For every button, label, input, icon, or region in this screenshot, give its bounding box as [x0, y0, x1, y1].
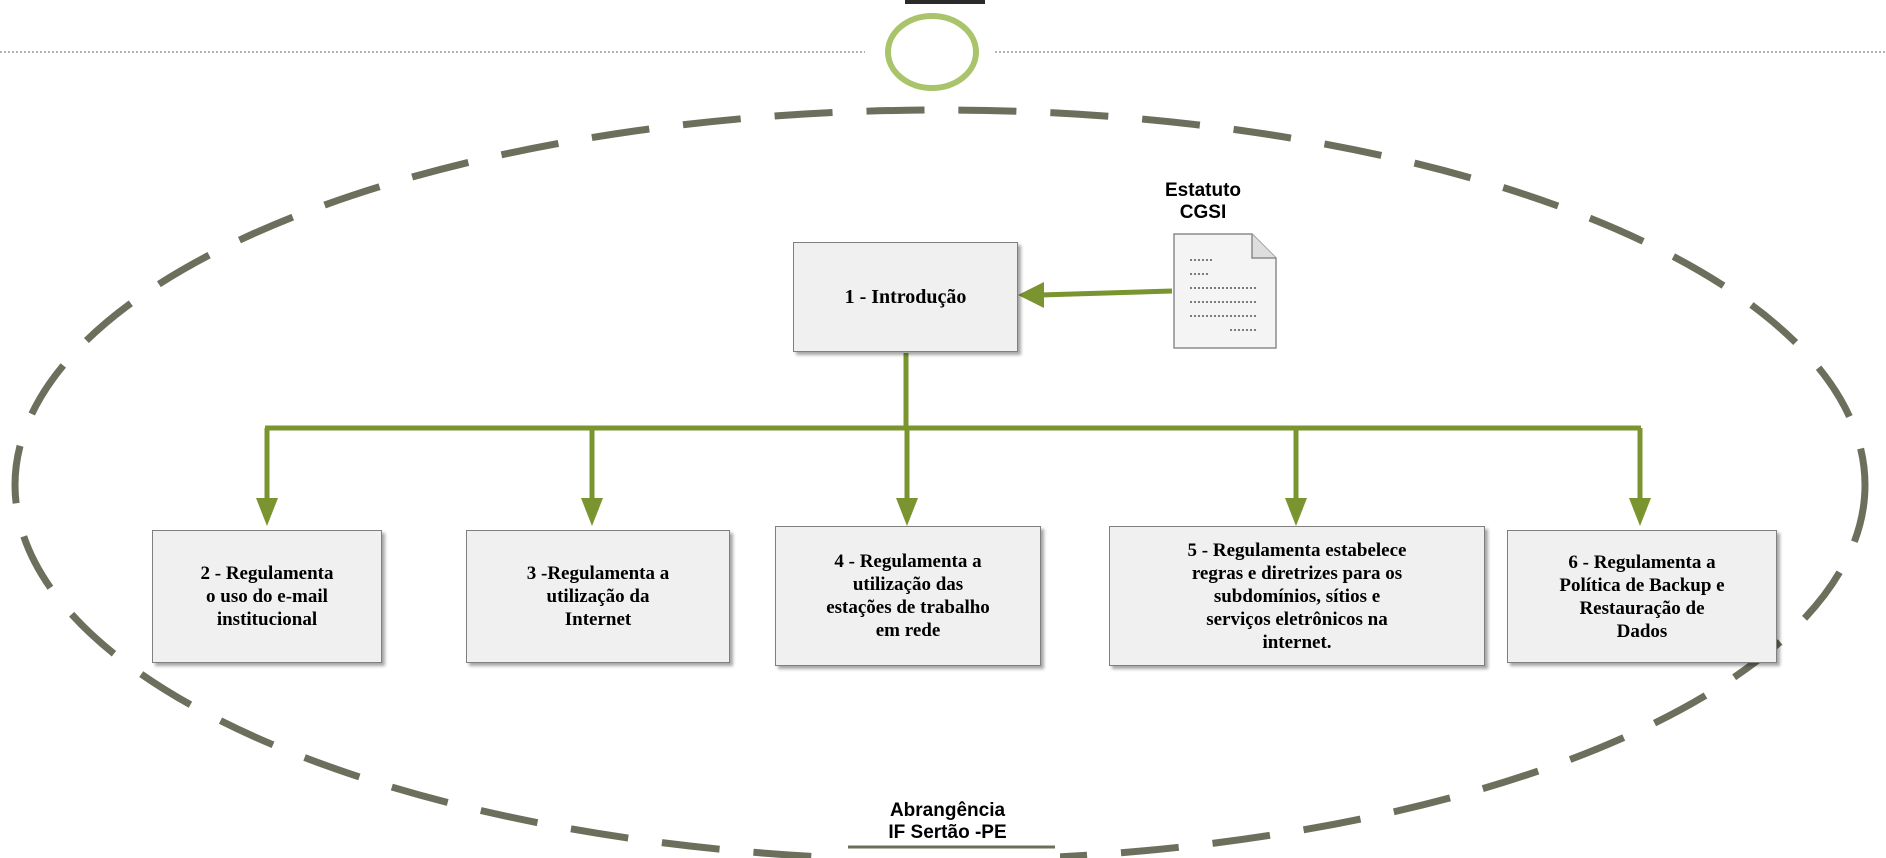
child-node-2: 3 -Regulamenta a utilização da Internet — [466, 530, 730, 663]
source-to-root-connector — [1039, 288, 1173, 298]
child-node-4: 5 - Regulamenta estabelece regras e dire… — [1109, 526, 1485, 666]
branch-drop-1 — [256, 428, 278, 526]
root-node: 1 - Introdução — [793, 242, 1018, 352]
child-node-5: 6 - Regulamenta a Política de Backup e R… — [1507, 530, 1777, 663]
document-icon — [1173, 233, 1277, 349]
child-node-3: 4 - Regulamenta a utilização das estaçõe… — [775, 526, 1041, 666]
child-node-1-label: 2 - Regulamenta o uso do e-mail instituc… — [200, 563, 334, 630]
source-label: Estatuto CGSI — [1165, 180, 1241, 223]
child-node-5-label: 6 - Regulamenta a Política de Backup e R… — [1559, 551, 1725, 642]
root-node-label: 1 - Introdução — [844, 285, 967, 308]
child-node-2-label: 3 -Regulamenta a utilização da Internet — [526, 563, 670, 630]
branch-drop-5 — [1629, 428, 1651, 526]
branch-drop-3 — [896, 428, 918, 526]
title-fragment — [905, 0, 985, 4]
branch-drop-4 — [1285, 428, 1307, 526]
scope-ellipse — [11, 106, 1869, 858]
source-to-root-arrowhead — [1018, 282, 1044, 308]
branch-drop-2 — [581, 428, 603, 526]
child-node-1: 2 - Regulamenta o uso do e-mail instituc… — [152, 530, 382, 663]
scope-label: Abrangência IF Sertão -PE — [888, 800, 1007, 843]
child-node-4-label: 5 - Regulamenta estabelece regras e dire… — [1187, 539, 1407, 653]
child-node-3-label: 4 - Regulamenta a utilização das estaçõe… — [826, 551, 990, 641]
ring-icon — [885, 13, 979, 91]
